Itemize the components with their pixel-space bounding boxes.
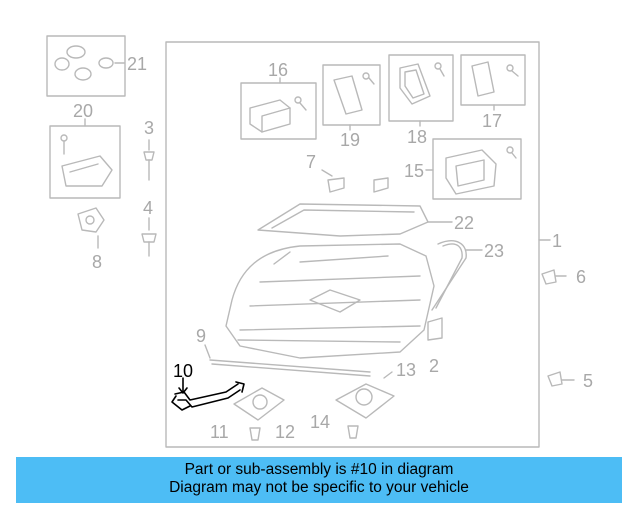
caption-banner: Part or sub-assembly is #10 in diagram D… [16, 457, 622, 503]
callout-8: 8 [92, 252, 102, 272]
callout-2: 2 [429, 356, 439, 376]
callout-5: 5 [583, 371, 593, 391]
callout-14: 14 [310, 412, 330, 432]
lens-part-22 [257, 203, 429, 237]
part-16-box [240, 82, 317, 140]
part-17-box [460, 54, 526, 106]
part-15-box [432, 138, 522, 200]
part-18-box [388, 54, 454, 122]
caption-line-1: Part or sub-assembly is #10 in diagram [184, 461, 454, 478]
callout-6: 6 [576, 267, 586, 287]
callout-3: 3 [144, 118, 154, 138]
module-part-11 [233, 387, 285, 421]
callout-10[interactable]: 10 [173, 361, 193, 381]
callout-20: 20 [73, 101, 93, 121]
module-part-13 [335, 383, 395, 419]
callout-7: 7 [306, 152, 316, 172]
callout-22: 22 [454, 213, 474, 233]
callout-16: 16 [268, 60, 288, 80]
assembly-bracket [165, 41, 540, 448]
headlamp-housing [225, 243, 435, 359]
callout-19: 19 [340, 130, 360, 150]
callout-18: 18 [407, 127, 427, 147]
callout-17: 17 [482, 111, 502, 131]
parts-diagram: 1 2 3 4 5 6 7 8 9 11 12 13 14 15 16 17 1… [46, 35, 593, 448]
callout-23: 23 [484, 241, 504, 261]
callout-12: 12 [275, 422, 295, 442]
callout-9: 9 [196, 326, 206, 346]
callout-15: 15 [404, 161, 424, 181]
part-19-box [322, 64, 381, 126]
caption-line-2: Diagram may not be specific to your vehi… [169, 479, 469, 496]
wiring-harness-part-10[interactable] [171, 377, 245, 411]
callout-4: 4 [143, 198, 153, 218]
callout-13: 13 [396, 360, 416, 380]
part-21-box [46, 35, 126, 97]
callout-11: 11 [210, 422, 229, 442]
callout-21: 21 [127, 54, 147, 74]
callout-1: 1 [552, 231, 562, 251]
